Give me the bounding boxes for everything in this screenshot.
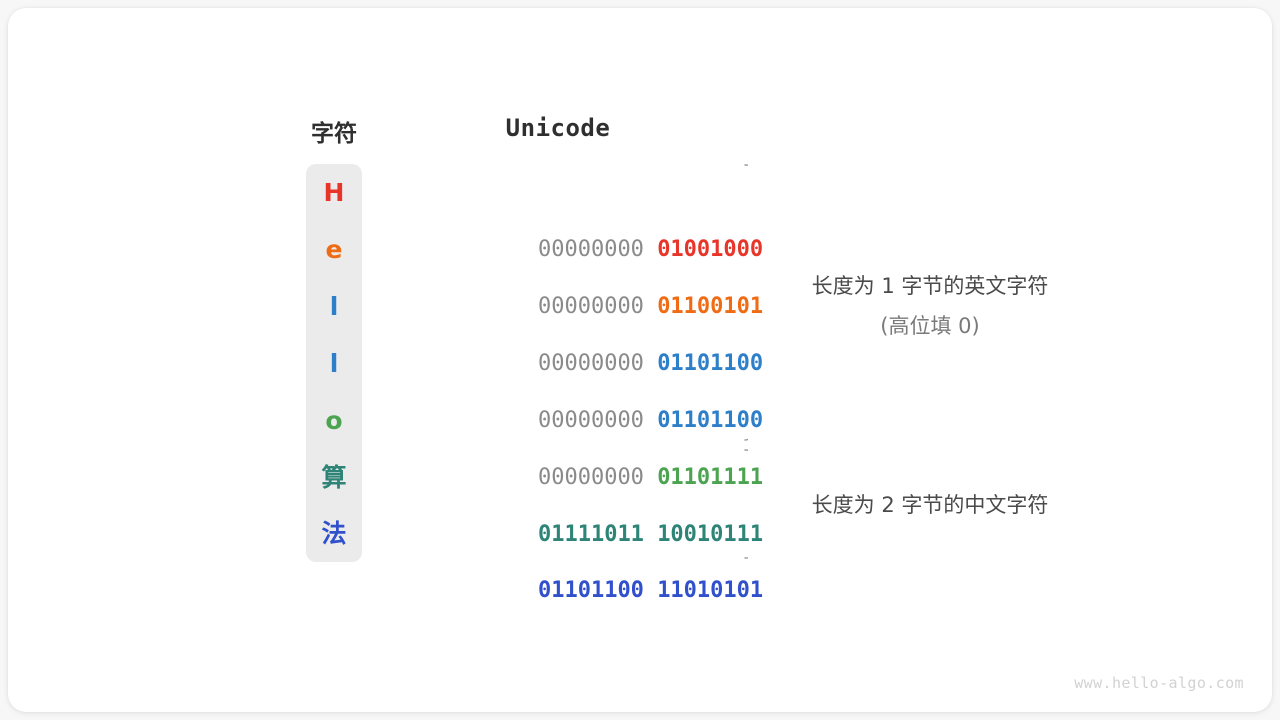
low-byte: 01101100 [657, 408, 764, 433]
high-byte: 00000000 [537, 465, 644, 490]
low-byte: 01101111 [657, 465, 764, 490]
row-character: 算 [321, 463, 347, 492]
row-binary: 01111011 10010111 [432, 449, 763, 547]
high-byte: 01101100 [537, 578, 644, 603]
watermark: www.hello-algo.com [1074, 674, 1244, 692]
low-byte: 11010101 [657, 578, 764, 603]
row-character: e [325, 235, 343, 264]
row-binary: 00000000 01101111 [432, 392, 763, 490]
row-character: l [329, 292, 339, 321]
row-character: 法 [321, 519, 347, 548]
ascii-annotation-line2: (高位填 0) [880, 314, 980, 338]
high-byte: 01111011 [537, 522, 644, 547]
character-column-backdrop [306, 164, 362, 562]
row-character: l [329, 349, 339, 378]
low-byte: 01100101 [657, 294, 764, 319]
ascii-group-brace [718, 160, 748, 445]
cjk-group-annotation: 长度为 2 字节的中文字符 [760, 489, 1100, 519]
column-header-character: 字符 [311, 121, 357, 147]
content-card [8, 8, 1272, 712]
low-byte: 10010111 [657, 522, 764, 547]
high-byte: 00000000 [537, 237, 644, 262]
row-binary: 00000000 01101100 [432, 278, 763, 376]
row-binary: 00000000 01101100 [432, 335, 763, 433]
row-character: o [325, 406, 343, 435]
ascii-group-annotation: 长度为 1 字节的英文字符 (高位填 0) [760, 270, 1100, 340]
high-byte: 00000000 [537, 351, 644, 376]
column-header-unicode: Unicode [505, 114, 611, 142]
ascii-annotation-line1: 长度为 1 字节的英文字符 [811, 274, 1049, 298]
high-byte: 00000000 [537, 294, 644, 319]
cjk-annotation-line1: 长度为 2 字节的中文字符 [811, 493, 1049, 517]
row-binary: 00000000 01100101 [432, 221, 763, 319]
row-binary: 01101100 11010101 [432, 505, 763, 603]
high-byte: 00000000 [537, 408, 644, 433]
low-byte: 01001000 [657, 237, 764, 262]
row-binary: 00000000 01001000 [432, 164, 763, 262]
row-character: H [323, 178, 345, 207]
cjk-group-brace [718, 446, 748, 562]
low-byte: 01101100 [657, 351, 764, 376]
